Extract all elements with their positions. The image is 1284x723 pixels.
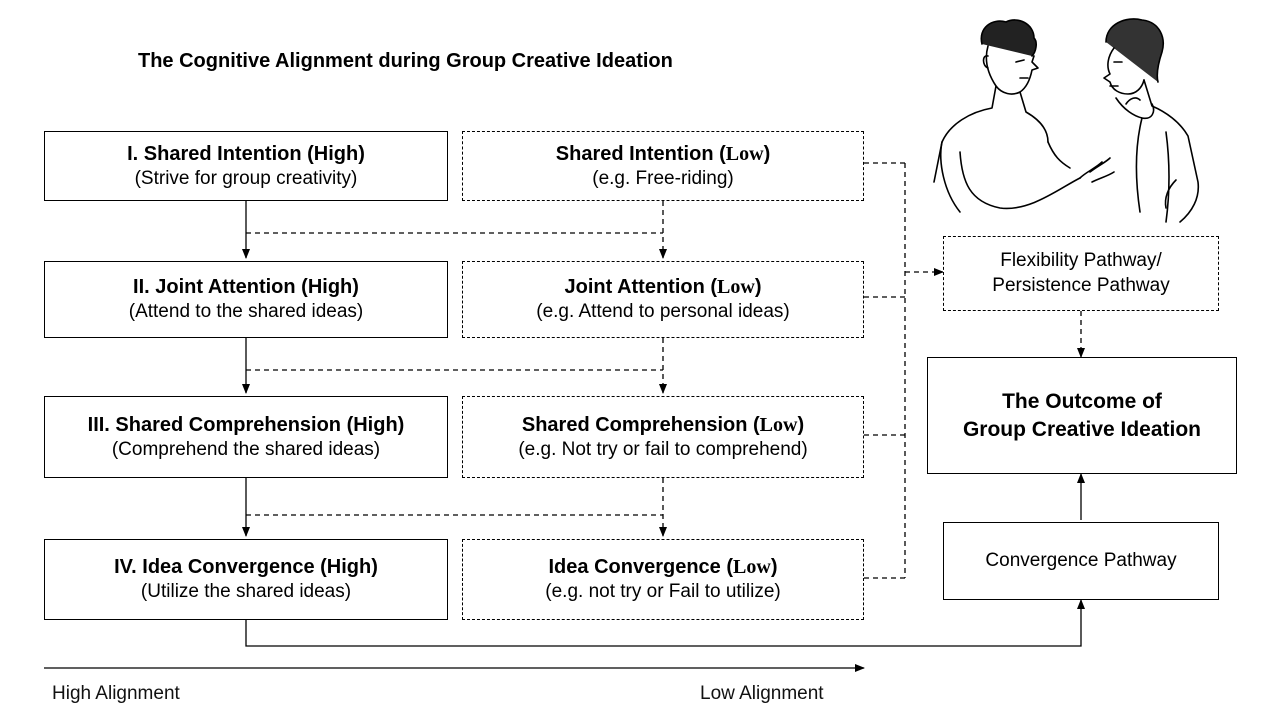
box-subtext: (e.g. Attend to personal ideas) xyxy=(536,301,790,323)
outcome-line-1: The Outcome of xyxy=(1002,390,1162,414)
box-shared-comprehension-high: III. Shared Comprehension (High) (Compre… xyxy=(44,396,448,478)
diagram-title: The Cognitive Alignment during Group Cre… xyxy=(138,50,673,72)
people-illustration xyxy=(933,18,1200,223)
box-joint-attention-high: II. Joint Attention (High) (Attend to th… xyxy=(44,261,448,338)
box-heading: Shared Intention (Low) xyxy=(555,142,771,165)
box-subtext: (Strive for group creativity) xyxy=(134,167,358,189)
box-heading: Idea Convergence (Low) xyxy=(548,556,778,579)
box-heading: Shared Comprehension (Low) xyxy=(521,413,805,436)
box-heading: I. Shared Intention (High) xyxy=(127,142,365,165)
box-idea-convergence-low: Idea Convergence (Low) (e.g. not try or … xyxy=(462,539,864,620)
solid-bottom-path xyxy=(245,599,1085,647)
box-outcome: The Outcome of Group Creative Ideation xyxy=(927,357,1237,474)
flex-line-2: Persistence Pathway xyxy=(992,274,1170,296)
box-heading: II. Joint Attention (High) xyxy=(133,276,359,299)
box-subtext: (Attend to the shared ideas) xyxy=(128,301,364,323)
box-joint-attention-low: Joint Attention (Low) (e.g. Attend to pe… xyxy=(462,261,864,338)
box-heading: IV. Idea Convergence (High) xyxy=(114,556,378,579)
box-shared-intention-high: I. Shared Intention (High) (Strive for g… xyxy=(44,131,448,201)
box-heading: III. Shared Comprehension (High) xyxy=(87,413,405,436)
box-subtext: (e.g. not try or Fail to utilize) xyxy=(545,581,781,603)
axis-label-high: High Alignment xyxy=(52,683,180,704)
box-subtext: (e.g. Free-riding) xyxy=(592,167,734,189)
convergence-pathway-label: Convergence Pathway xyxy=(985,549,1177,571)
axis-label-low: Low Alignment xyxy=(700,683,824,704)
box-convergence-pathway: Convergence Pathway xyxy=(943,522,1219,600)
box-heading: Joint Attention (Low) xyxy=(564,276,762,299)
box-idea-convergence-high: IV. Idea Convergence (High) (Utilize the… xyxy=(44,539,448,620)
box-subtext: (Comprehend the shared ideas) xyxy=(111,438,381,460)
box-subtext: (Utilize the shared ideas) xyxy=(140,581,352,603)
flex-line-1: Flexibility Pathway/ xyxy=(1000,249,1162,271)
box-flexibility-pathway: Flexibility Pathway/ Persistence Pathway xyxy=(943,236,1219,311)
box-shared-comprehension-low: Shared Comprehension (Low) (e.g. Not try… xyxy=(462,396,864,478)
box-shared-intention-low: Shared Intention (Low) (e.g. Free-riding… xyxy=(462,131,864,201)
outcome-line-2: Group Creative Ideation xyxy=(962,417,1202,441)
box-subtext: (e.g. Not try or fail to comprehend) xyxy=(518,438,808,460)
